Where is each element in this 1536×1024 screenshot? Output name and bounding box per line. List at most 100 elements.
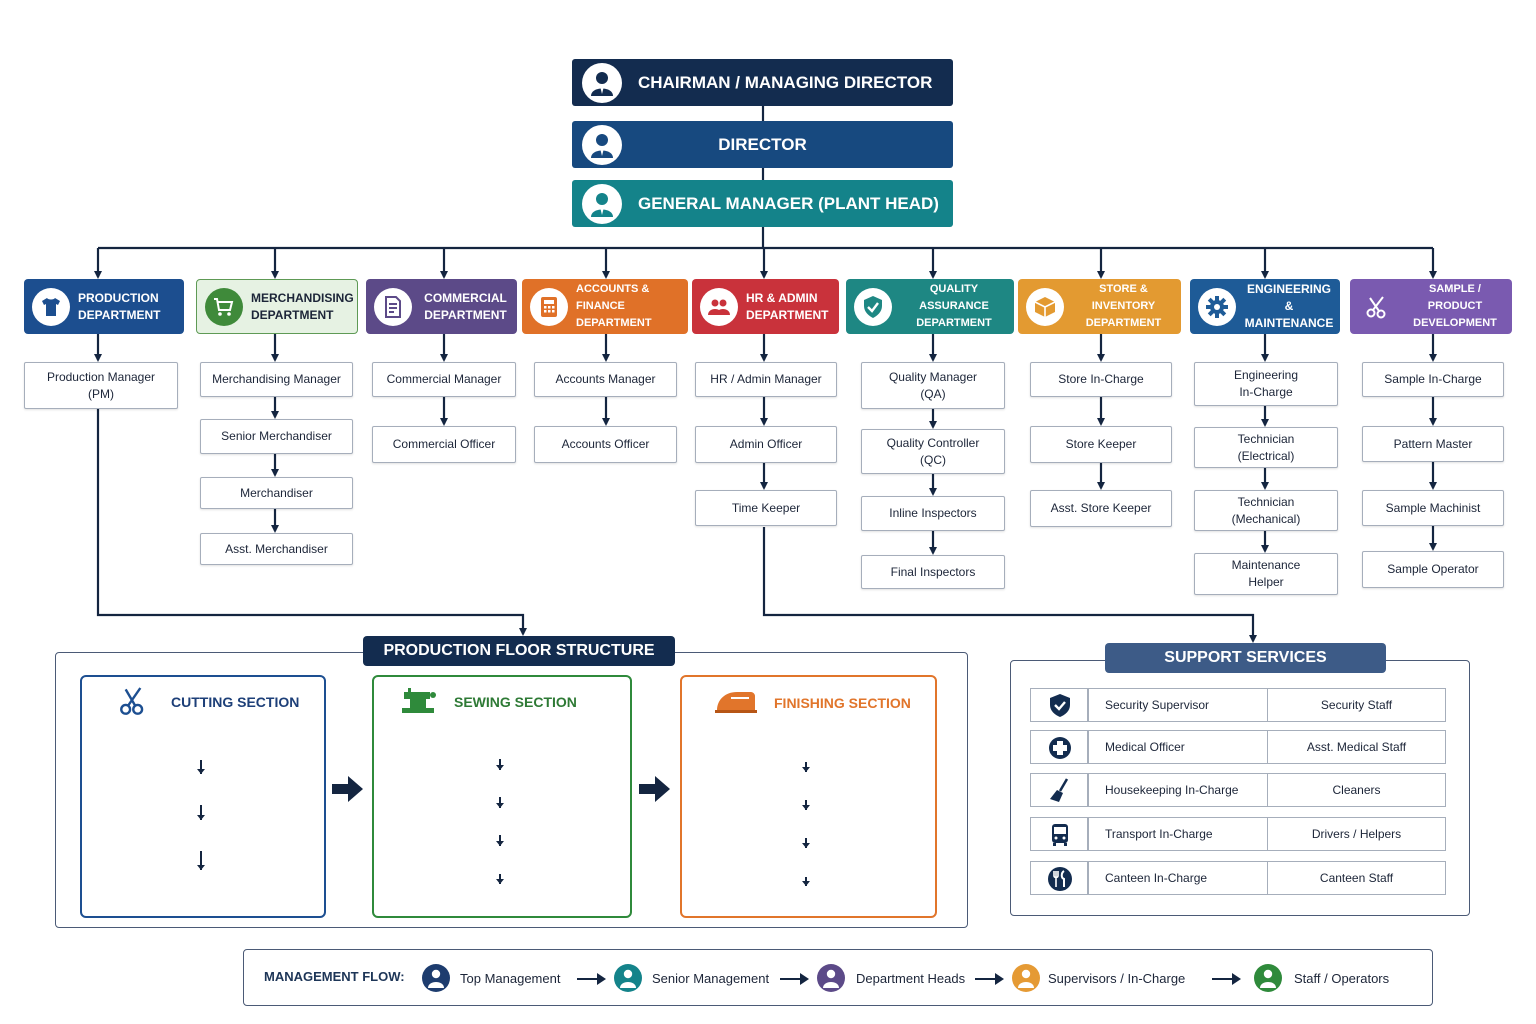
support-services-title: SUPPORT SERVICES xyxy=(1105,643,1386,673)
support-role-secondary: Cleaners xyxy=(1267,773,1446,807)
small-down-arrow-icon xyxy=(496,757,504,859)
legend-label: Department Heads xyxy=(856,971,966,986)
role-box: Quality Manager(QA) xyxy=(861,362,1005,409)
role-box: Merchandising Manager xyxy=(200,362,353,397)
support-role-primary: Housekeeping In-Charge xyxy=(1088,773,1268,807)
person-icon xyxy=(582,124,622,165)
flow-arrow-icon xyxy=(639,775,671,808)
finishing-section xyxy=(680,675,937,918)
scissors-icon xyxy=(1358,288,1396,326)
small-down-arrow-icon xyxy=(496,871,504,974)
role-box: Store Keeper xyxy=(1030,426,1172,463)
role-box: HR / Admin Manager xyxy=(695,362,837,397)
department-title-line2: DEPARTMENT xyxy=(424,307,507,322)
role-box: Technician(Mechanical) xyxy=(1194,490,1338,531)
chairman-box: CHAIRMAN / MANAGING DIRECTOR xyxy=(572,59,953,106)
department-title-line1: SAMPLE / PRODUCT xyxy=(1427,283,1483,312)
role-box: Sample Operator xyxy=(1362,551,1504,588)
role-box: Inline Inspectors xyxy=(861,496,1005,531)
box-icon xyxy=(1026,287,1064,326)
store-department-header: STORE & INVENTORY DEPARTMENT xyxy=(1018,279,1181,334)
bus-icon xyxy=(1030,817,1088,851)
role-box: Asst. Merchandiser xyxy=(200,533,353,565)
sewing-section-title: SEWING SECTION xyxy=(454,694,577,710)
role-box: Production Manager(PM) xyxy=(24,362,178,409)
department-title-line2: DEPARTMENT xyxy=(1085,317,1162,329)
document-icon xyxy=(374,287,412,326)
role-box: Technician(Electrical) xyxy=(1194,427,1338,468)
director-title: DIRECTOR xyxy=(718,134,807,154)
tshirt-icon xyxy=(32,287,70,326)
support-role-primary: Transport In-Charge xyxy=(1088,817,1268,851)
people-icon xyxy=(700,287,738,326)
cutting-section-title: CUTTING SECTION xyxy=(171,694,300,710)
management-flow-legend xyxy=(243,949,1433,1006)
general-manager-box: GENERAL MANAGER (PLANT HEAD) xyxy=(572,180,953,227)
role-box: Final Inspectors xyxy=(861,555,1005,589)
small-down-arrow-icon xyxy=(197,760,205,860)
legend-label: Supervisors / In-Charge xyxy=(1048,971,1186,986)
department-title-line2: DEPARTMENT xyxy=(251,307,334,322)
person-icon xyxy=(817,964,845,992)
role-box: Asst. Store Keeper xyxy=(1030,490,1172,527)
legend-label: Senior Management xyxy=(652,971,770,986)
legend-label: Staff / Operators xyxy=(1294,971,1390,986)
role-box: Commercial Officer xyxy=(372,426,516,463)
calculator-icon xyxy=(530,287,568,326)
general-manager-title: GENERAL MANAGER (PLANT HEAD) xyxy=(638,193,939,213)
role-box: Admin Officer xyxy=(695,426,837,463)
role-box: Merchandiser xyxy=(200,477,353,509)
support-role-primary: Canteen In-Charge xyxy=(1088,861,1268,895)
role-box: Sample In-Charge xyxy=(1362,362,1504,397)
production-department-header: PRODUCTION DEPARTMENT xyxy=(24,279,184,334)
right-arrow-icon xyxy=(975,972,1005,991)
commercial-department-header: COMMERCIAL DEPARTMENT xyxy=(366,279,517,334)
shield-check-icon xyxy=(1030,688,1088,722)
chairman-title: CHAIRMAN / MANAGING DIRECTOR xyxy=(638,72,933,92)
sewing-section xyxy=(372,675,632,918)
person-icon xyxy=(614,964,642,992)
person-icon xyxy=(422,964,450,992)
iron-icon xyxy=(713,686,759,719)
department-title-line1: ACCOUNTS & FINANCE xyxy=(576,283,650,312)
production-floor-connector xyxy=(96,409,527,636)
support-role-secondary: Asst. Medical Staff xyxy=(1267,730,1446,764)
role-box: Pattern Master xyxy=(1362,426,1504,462)
person-icon xyxy=(582,183,622,224)
role-box: Accounts Officer xyxy=(534,426,677,463)
person-icon xyxy=(582,62,622,103)
department-title-line1: ENGINEERING & xyxy=(1246,282,1331,313)
right-arrow-icon xyxy=(577,972,607,991)
shield-check-icon xyxy=(854,287,892,326)
production-floor-title: PRODUCTION FLOOR STRUCTURE xyxy=(363,636,675,666)
department-title-line1: PRODUCTION xyxy=(78,290,159,305)
role-box: Commercial Manager xyxy=(372,362,516,397)
support-connector xyxy=(762,527,1257,643)
small-down-arrow-icon xyxy=(496,833,504,935)
department-title-line2: MAINTENANCE xyxy=(1244,316,1334,330)
small-down-arrow-icon xyxy=(802,759,810,862)
flow-arrow-icon xyxy=(332,775,364,808)
small-down-arrow-icon xyxy=(802,797,810,900)
role-box: Quality Controller(QC) xyxy=(861,429,1005,474)
role-box: Store In-Charge xyxy=(1030,362,1172,397)
department-title-line2: DEVELOPMENT xyxy=(1413,317,1497,329)
support-role-secondary: Drivers / Helpers xyxy=(1267,817,1446,851)
department-title-line1: STORE & INVENTORY xyxy=(1091,283,1156,312)
role-box: Time Keeper xyxy=(695,490,837,526)
department-title-line1: COMMERCIAL xyxy=(424,290,507,305)
fork-knife-icon xyxy=(1030,861,1088,895)
support-role-secondary: Security Staff xyxy=(1267,688,1446,722)
gear-icon xyxy=(1198,287,1236,326)
department-title-line2: DEPARTMENT xyxy=(78,307,161,322)
support-role-primary: Medical Officer xyxy=(1088,730,1268,764)
legend-title: MANAGEMENT FLOW: xyxy=(264,969,405,984)
sewing-machine-icon xyxy=(400,686,440,721)
department-title-line1: HR & ADMIN xyxy=(746,290,818,305)
cart-icon xyxy=(205,287,243,326)
